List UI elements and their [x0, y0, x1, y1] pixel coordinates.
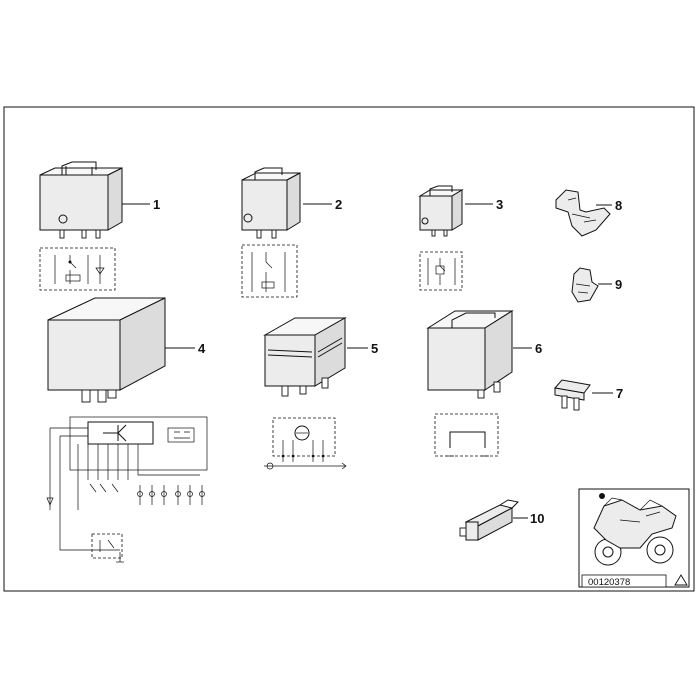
- part-number-9: 9: [615, 277, 622, 292]
- clip-part-8[interactable]: [555, 189, 611, 237]
- schematic-part-3: [419, 251, 463, 291]
- part-number-10: 10: [530, 511, 544, 526]
- triangle-icon: [674, 574, 688, 586]
- relay-part-4[interactable]: [47, 297, 166, 403]
- schematic-part-2: [241, 244, 298, 298]
- schematic-part-6: [434, 413, 499, 457]
- part-number-7: 7: [616, 386, 623, 401]
- part-number-5: 5: [371, 341, 378, 356]
- part-number-1: 1: [153, 197, 160, 212]
- fuse-part-7[interactable]: [554, 379, 591, 411]
- part-number-2: 2: [335, 197, 342, 212]
- relay-part-5[interactable]: [263, 317, 347, 397]
- schematic-part-1: [39, 247, 116, 291]
- relay-part-2[interactable]: [241, 167, 301, 239]
- part-number-6: 6: [535, 341, 542, 356]
- relay-part-3[interactable]: [418, 185, 464, 237]
- motorcycle-thumbnail: 00120378: [578, 488, 690, 588]
- connector-part-10[interactable]: [459, 499, 520, 541]
- reference-code: 00120378: [588, 577, 630, 588]
- schematic-part-4: [46, 416, 208, 563]
- part-number-3: 3: [496, 197, 503, 212]
- part-number-4: 4: [198, 341, 206, 356]
- schematic-part-5: [264, 417, 347, 470]
- connector-part-9[interactable]: [571, 267, 599, 303]
- diagram-frame: [3, 106, 695, 592]
- relay-part-6[interactable]: [426, 310, 514, 399]
- relay-part-1[interactable]: [39, 161, 123, 239]
- part-number-8: 8: [615, 198, 622, 213]
